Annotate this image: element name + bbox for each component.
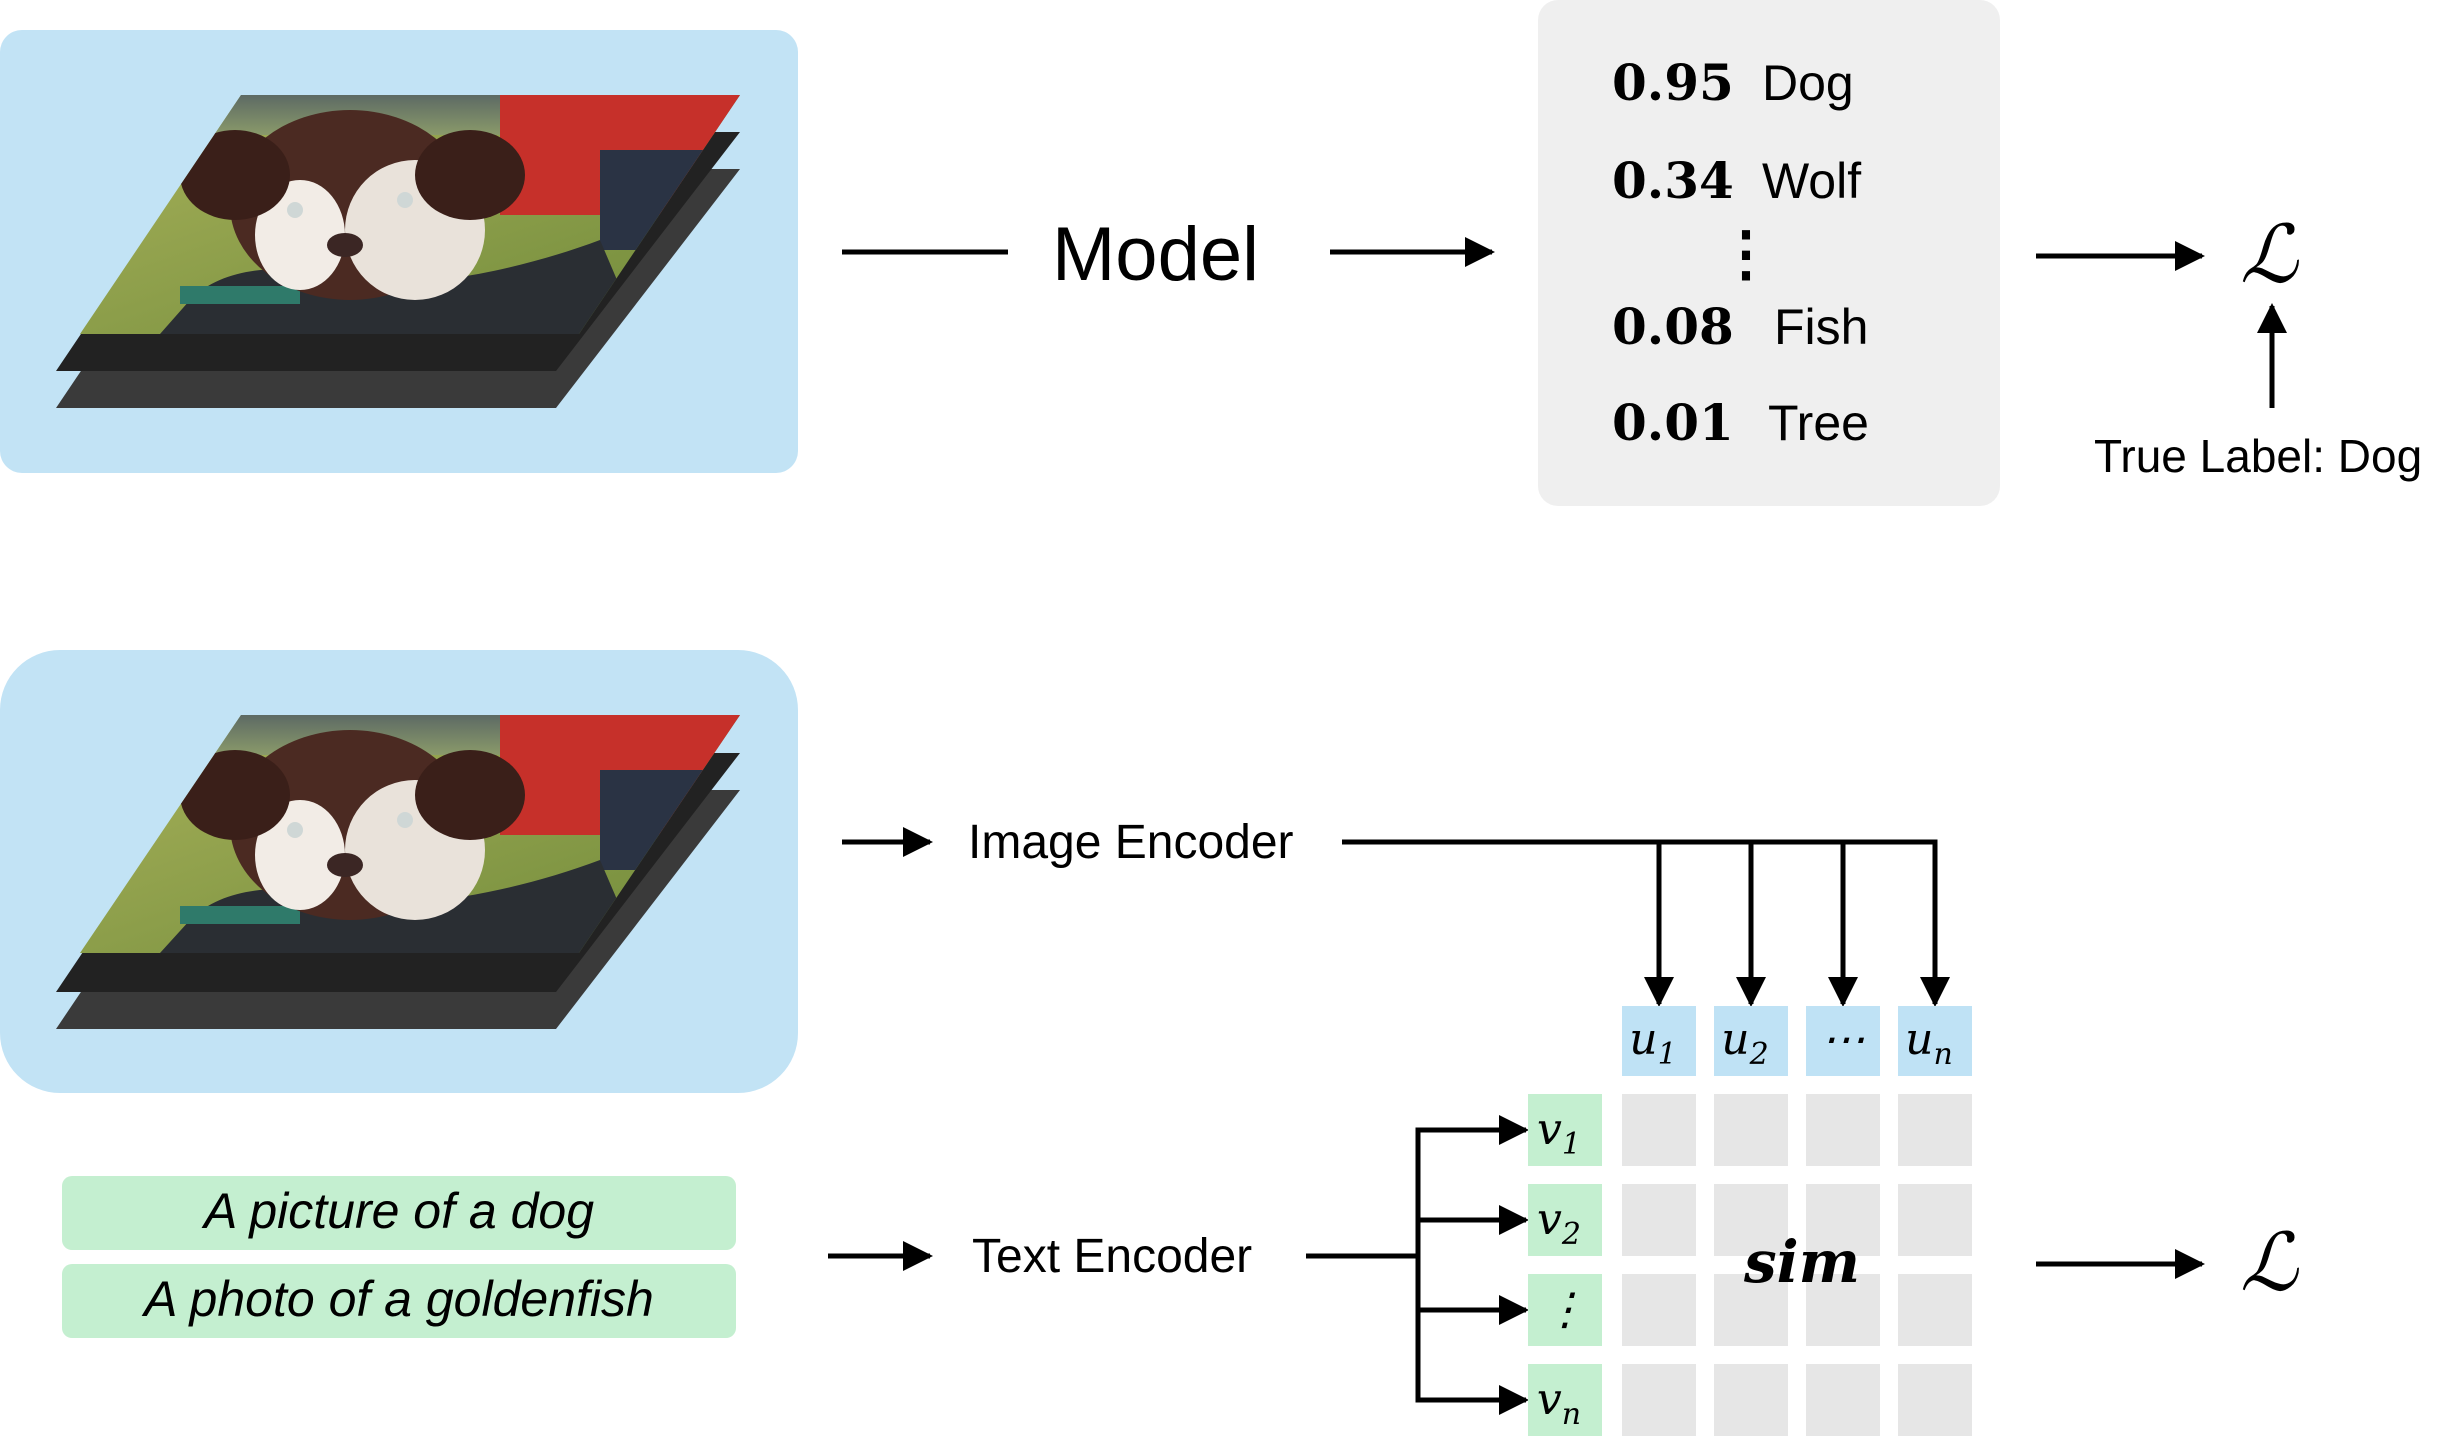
v-label: ⋮: [1543, 1284, 1587, 1335]
u-label: ⋯: [1821, 1014, 1865, 1065]
u-label-sub: 2: [1749, 1037, 1769, 1072]
image-encoder-wires: [1342, 839, 1950, 1007]
v-label-base: v: [1537, 1374, 1562, 1425]
similarity-cell: [1898, 1274, 1972, 1346]
u-label-sub: 1: [1658, 1037, 1677, 1072]
v-label: v1: [1537, 1104, 1581, 1162]
score-panel: [1538, 0, 2000, 506]
similarity-cell: [1898, 1364, 1972, 1436]
vertical-ellipsis: ⋮: [1716, 219, 1776, 289]
score-value: 0.08: [1612, 297, 1734, 356]
u-cell: [1714, 1006, 1788, 1076]
score-label: Fish: [1774, 299, 1868, 355]
u-label: un: [1905, 1014, 1953, 1072]
similarity-cell: [1898, 1184, 1972, 1256]
score-value: 0.95: [1612, 53, 1734, 112]
similarity-cell: [1806, 1094, 1880, 1166]
sim-label: sim: [1743, 1228, 1860, 1296]
v-label-sub: 1: [1562, 1127, 1581, 1162]
v-label-base: v: [1537, 1194, 1562, 1245]
similarity-cell: [1622, 1184, 1696, 1256]
score-label: Dog: [1762, 55, 1854, 111]
v-label-sub: 2: [1561, 1217, 1581, 1252]
v-label-sub: n: [1562, 1397, 1581, 1432]
similarity-cell: [1714, 1364, 1788, 1436]
v-cell: [1528, 1364, 1602, 1436]
u-label: u2: [1721, 1014, 1768, 1072]
top-loss-symbol: ℒ: [2240, 208, 2299, 301]
caption-text: A picture of a dog: [201, 1183, 594, 1239]
text-encoder-wires: [1306, 1115, 1529, 1415]
bottom-loss-symbol: ℒ: [2240, 1216, 2299, 1309]
score-list: 0.95 Dog 0.34 Wolf 0.08 Fish 0.01 Tree ⋮: [1612, 53, 1869, 452]
v-label: vn: [1537, 1374, 1581, 1432]
score-value: 0.01: [1612, 393, 1734, 452]
similarity-matrix: [1622, 1094, 1972, 1436]
u-label-base: u: [1629, 1014, 1657, 1065]
v-label-base: v: [1537, 1104, 1562, 1155]
similarity-cell: [1622, 1364, 1696, 1436]
similarity-cell: [1806, 1274, 1880, 1346]
v-label-base: ⋮: [1543, 1284, 1587, 1335]
caption-list: A picture of a dog A photo of a goldenfis…: [62, 1176, 736, 1338]
score-label: Tree: [1768, 395, 1869, 451]
v-cell: [1528, 1184, 1602, 1256]
u-label-sub: n: [1934, 1037, 1953, 1072]
text-encoder-label: Text Encoder: [972, 1230, 1252, 1283]
u-label-base: ⋯: [1821, 1014, 1865, 1065]
similarity-cell: [1806, 1364, 1880, 1436]
u-label-base: u: [1721, 1014, 1749, 1065]
u-cell: [1622, 1006, 1696, 1076]
true-label-text: True Label: Dog: [2094, 430, 2422, 482]
score-label: Wolf: [1762, 153, 1861, 209]
caption-text: A photo of a goldenfish: [141, 1271, 654, 1327]
caption-box: [62, 1264, 736, 1338]
similarity-cell: [1714, 1184, 1788, 1256]
similarity-cell: [1622, 1274, 1696, 1346]
similarity-cell: [1622, 1094, 1696, 1166]
similarity-cell: [1806, 1184, 1880, 1256]
u-cell: [1806, 1006, 1880, 1076]
v-cell: [1528, 1094, 1602, 1166]
v-label: v2: [1537, 1194, 1581, 1252]
similarity-cell: [1714, 1094, 1788, 1166]
model-label: Model: [1052, 212, 1259, 297]
score-value: 0.34: [1612, 151, 1734, 210]
v-cell: [1528, 1274, 1602, 1346]
u-label: u1: [1629, 1014, 1676, 1072]
similarity-cell: [1898, 1094, 1972, 1166]
image-encoder-label: Image Encoder: [968, 816, 1294, 869]
u-cell: [1898, 1006, 1972, 1076]
similarity-cell: [1714, 1274, 1788, 1346]
caption-box: [62, 1176, 736, 1250]
u-label-base: u: [1905, 1014, 1933, 1065]
